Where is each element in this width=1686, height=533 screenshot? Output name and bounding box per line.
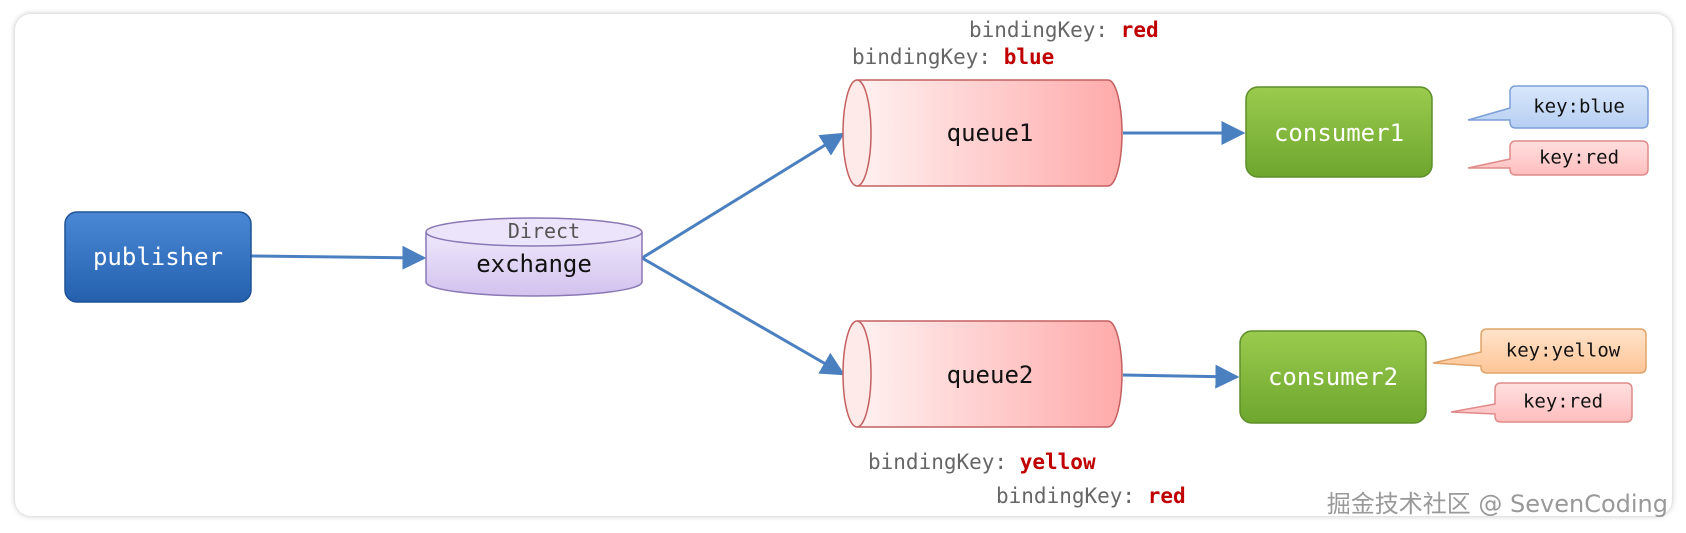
binding-key-value: blue — [1003, 45, 1055, 69]
consumer1-message-red: key:red — [1538, 146, 1620, 169]
consumer2-node — [1239, 330, 1427, 424]
queue1-label: queue1 — [946, 119, 1034, 147]
arrow-publisher-to-exchange — [249, 245, 427, 270]
binding-key-prefix: bindingKey: — [852, 45, 992, 69]
binding-key-value: red — [1120, 18, 1159, 42]
bubble-consumer1-blue — [1467, 85, 1649, 129]
queue2-node — [842, 320, 1123, 428]
binding-key-value: yellow — [1019, 450, 1096, 474]
bubble-consumer1-red — [1467, 140, 1649, 176]
binding-key-prefix: bindingKey: — [996, 484, 1136, 508]
exchange-label: exchange — [476, 250, 592, 278]
consumer1-node — [1245, 86, 1433, 178]
arrow-queue2-to-consumer2 — [1122, 364, 1240, 389]
consumer2-message-yellow: key:yellow — [1505, 339, 1621, 362]
publisher-label: publisher — [92, 243, 224, 271]
queue2-label: queue2 — [946, 361, 1034, 389]
queue1-binding-key-red: bindingKey: red — [969, 20, 1159, 41]
arrow-exchange-to-queue1 — [641, 132, 846, 260]
exchange-node — [425, 217, 643, 297]
binding-key-prefix: bindingKey: — [868, 450, 1008, 474]
binding-key-prefix: bindingKey: — [969, 18, 1109, 42]
bubble-consumer2-red — [1450, 382, 1633, 423]
exchange-type-label: Direct — [507, 219, 581, 243]
binding-key-value: red — [1147, 484, 1186, 508]
queue2-binding-key-yellow: bindingKey: yellow — [868, 452, 1096, 473]
consumer1-label: consumer1 — [1273, 119, 1405, 147]
consumer1-message-blue: key:blue — [1533, 95, 1625, 118]
bubble-consumer2-yellow — [1432, 328, 1647, 374]
watermark: 掘金技术社区 @ SevenCoding — [1326, 490, 1668, 518]
publisher-node — [64, 211, 252, 303]
arrow-exchange-to-queue2 — [641, 256, 846, 376]
queue2-binding-key-red: bindingKey: red — [996, 486, 1186, 507]
consumer2-message-red: key:red — [1522, 390, 1604, 413]
queue1-binding-key-blue: bindingKey: blue — [852, 47, 1054, 68]
queue1-node — [842, 79, 1123, 187]
consumer2-label: consumer2 — [1267, 363, 1399, 391]
